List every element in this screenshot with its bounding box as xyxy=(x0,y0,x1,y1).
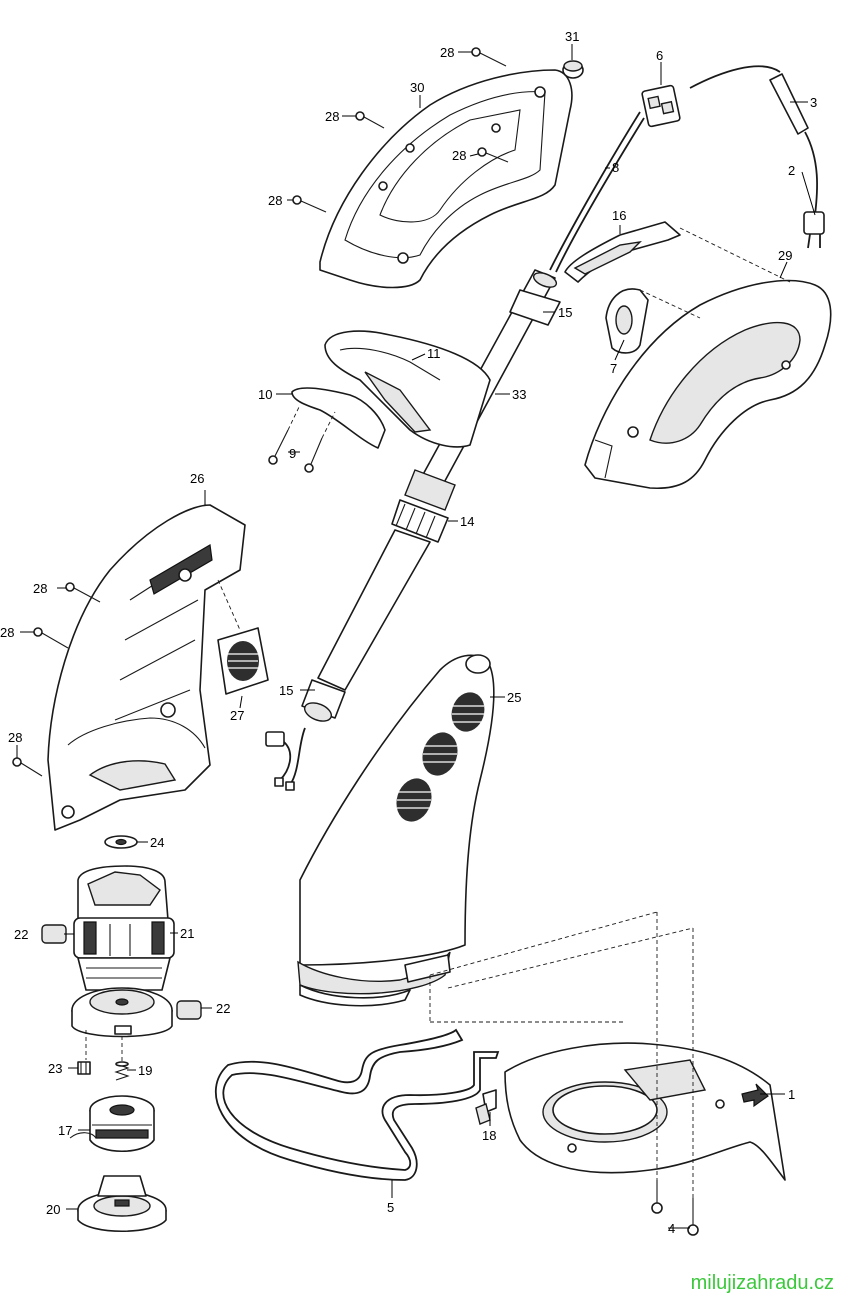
switch-6 xyxy=(641,84,681,128)
label-31: 31 xyxy=(565,29,579,44)
cord-sleeve-3 xyxy=(769,73,809,135)
lower-shaft xyxy=(301,529,431,722)
vent-low xyxy=(396,778,432,822)
motor-housing-25 xyxy=(297,654,495,1007)
label-6: 6 xyxy=(656,48,663,63)
cable-8 xyxy=(549,111,641,271)
screw-28-side-b xyxy=(33,627,69,649)
label-19: 19 xyxy=(138,1063,152,1078)
switch-housing-11 xyxy=(324,330,491,448)
cap-31 xyxy=(562,60,584,79)
vent-grille-27 xyxy=(217,627,269,695)
screw-28-side-a xyxy=(65,582,101,603)
label-28-side-b: 28 xyxy=(0,625,14,640)
watermark-text: milujizahradu.cz xyxy=(690,1272,834,1294)
motor-wires xyxy=(265,727,306,791)
vent-mid xyxy=(422,732,458,776)
label-21: 21 xyxy=(180,926,194,941)
screw-28-left xyxy=(355,111,385,129)
screw-4a xyxy=(651,1180,663,1214)
brush-cap-22a xyxy=(41,924,67,944)
trigger-10 xyxy=(291,387,386,449)
cord-2 xyxy=(804,131,818,216)
label-17: 17 xyxy=(58,1123,72,1138)
label-8: 8 xyxy=(612,160,619,175)
screw-9b xyxy=(304,437,323,473)
plug xyxy=(803,211,825,249)
spring-19 xyxy=(114,1061,130,1081)
label-5: 5 xyxy=(387,1200,394,1215)
label-22-left: 22 xyxy=(14,927,28,942)
fan-base xyxy=(71,987,173,1038)
label-26: 26 xyxy=(190,471,204,486)
label-28-side-a: 28 xyxy=(33,581,47,596)
label-7: 7 xyxy=(610,361,617,376)
label-2: 2 xyxy=(788,163,795,178)
rear-handle-29 xyxy=(584,279,832,490)
screw-28-mid xyxy=(477,147,509,163)
clip-18 xyxy=(475,1089,497,1125)
latch-16 xyxy=(564,221,681,283)
label-33: 33 xyxy=(512,387,526,402)
spool-cover-20 xyxy=(77,1175,167,1232)
motor-housing-half-26 xyxy=(47,504,246,831)
clip-7 xyxy=(605,288,649,354)
label-29: 29 xyxy=(778,248,792,263)
label-3: 3 xyxy=(810,95,817,110)
label-28-side-c: 28 xyxy=(8,730,22,745)
spring-clip-23 xyxy=(77,1061,91,1075)
spool-17 xyxy=(69,1095,155,1152)
label-28-lower: 28 xyxy=(268,193,282,208)
part-labels: 1 2 3 4 5 6 7 8 9 10 11 14 15 15 16 17 1… xyxy=(0,29,817,1236)
label-1: 1 xyxy=(788,1087,795,1102)
label-15-upper: 15 xyxy=(558,305,572,320)
label-30: 30 xyxy=(410,80,424,95)
screw-9a xyxy=(268,429,289,465)
vent-top xyxy=(451,692,485,732)
washer-24 xyxy=(104,835,138,849)
label-28-left: 28 xyxy=(325,109,339,124)
screw-28-lower xyxy=(292,195,327,213)
label-25: 25 xyxy=(507,690,521,705)
cord-wire xyxy=(689,65,781,89)
collar-14 xyxy=(391,469,456,543)
label-28-top: 28 xyxy=(440,45,454,60)
label-18: 18 xyxy=(482,1128,496,1143)
wire-loop-5 xyxy=(214,1028,500,1181)
leader-lines xyxy=(16,44,816,1229)
label-11: 11 xyxy=(427,346,441,361)
label-14: 14 xyxy=(460,514,474,529)
guard-1 xyxy=(504,1042,786,1181)
label-4: 4 xyxy=(668,1221,675,1236)
label-24: 24 xyxy=(150,835,164,850)
label-10: 10 xyxy=(258,387,272,402)
motor-21 xyxy=(73,865,175,991)
screw-28-side-c xyxy=(12,757,43,777)
label-20: 20 xyxy=(46,1202,60,1217)
label-16: 16 xyxy=(612,208,626,223)
brush-cap-22b xyxy=(176,1000,202,1020)
label-27: 27 xyxy=(230,708,244,723)
label-15-lower: 15 xyxy=(279,683,293,698)
label-28-mid: 28 xyxy=(452,148,466,163)
screw-28-top xyxy=(471,47,507,67)
label-23: 23 xyxy=(48,1061,62,1076)
screw-4b xyxy=(687,1198,699,1236)
label-22-right: 22 xyxy=(216,1001,230,1016)
upper-handle-half xyxy=(319,69,573,289)
label-9: 9 xyxy=(289,446,296,461)
